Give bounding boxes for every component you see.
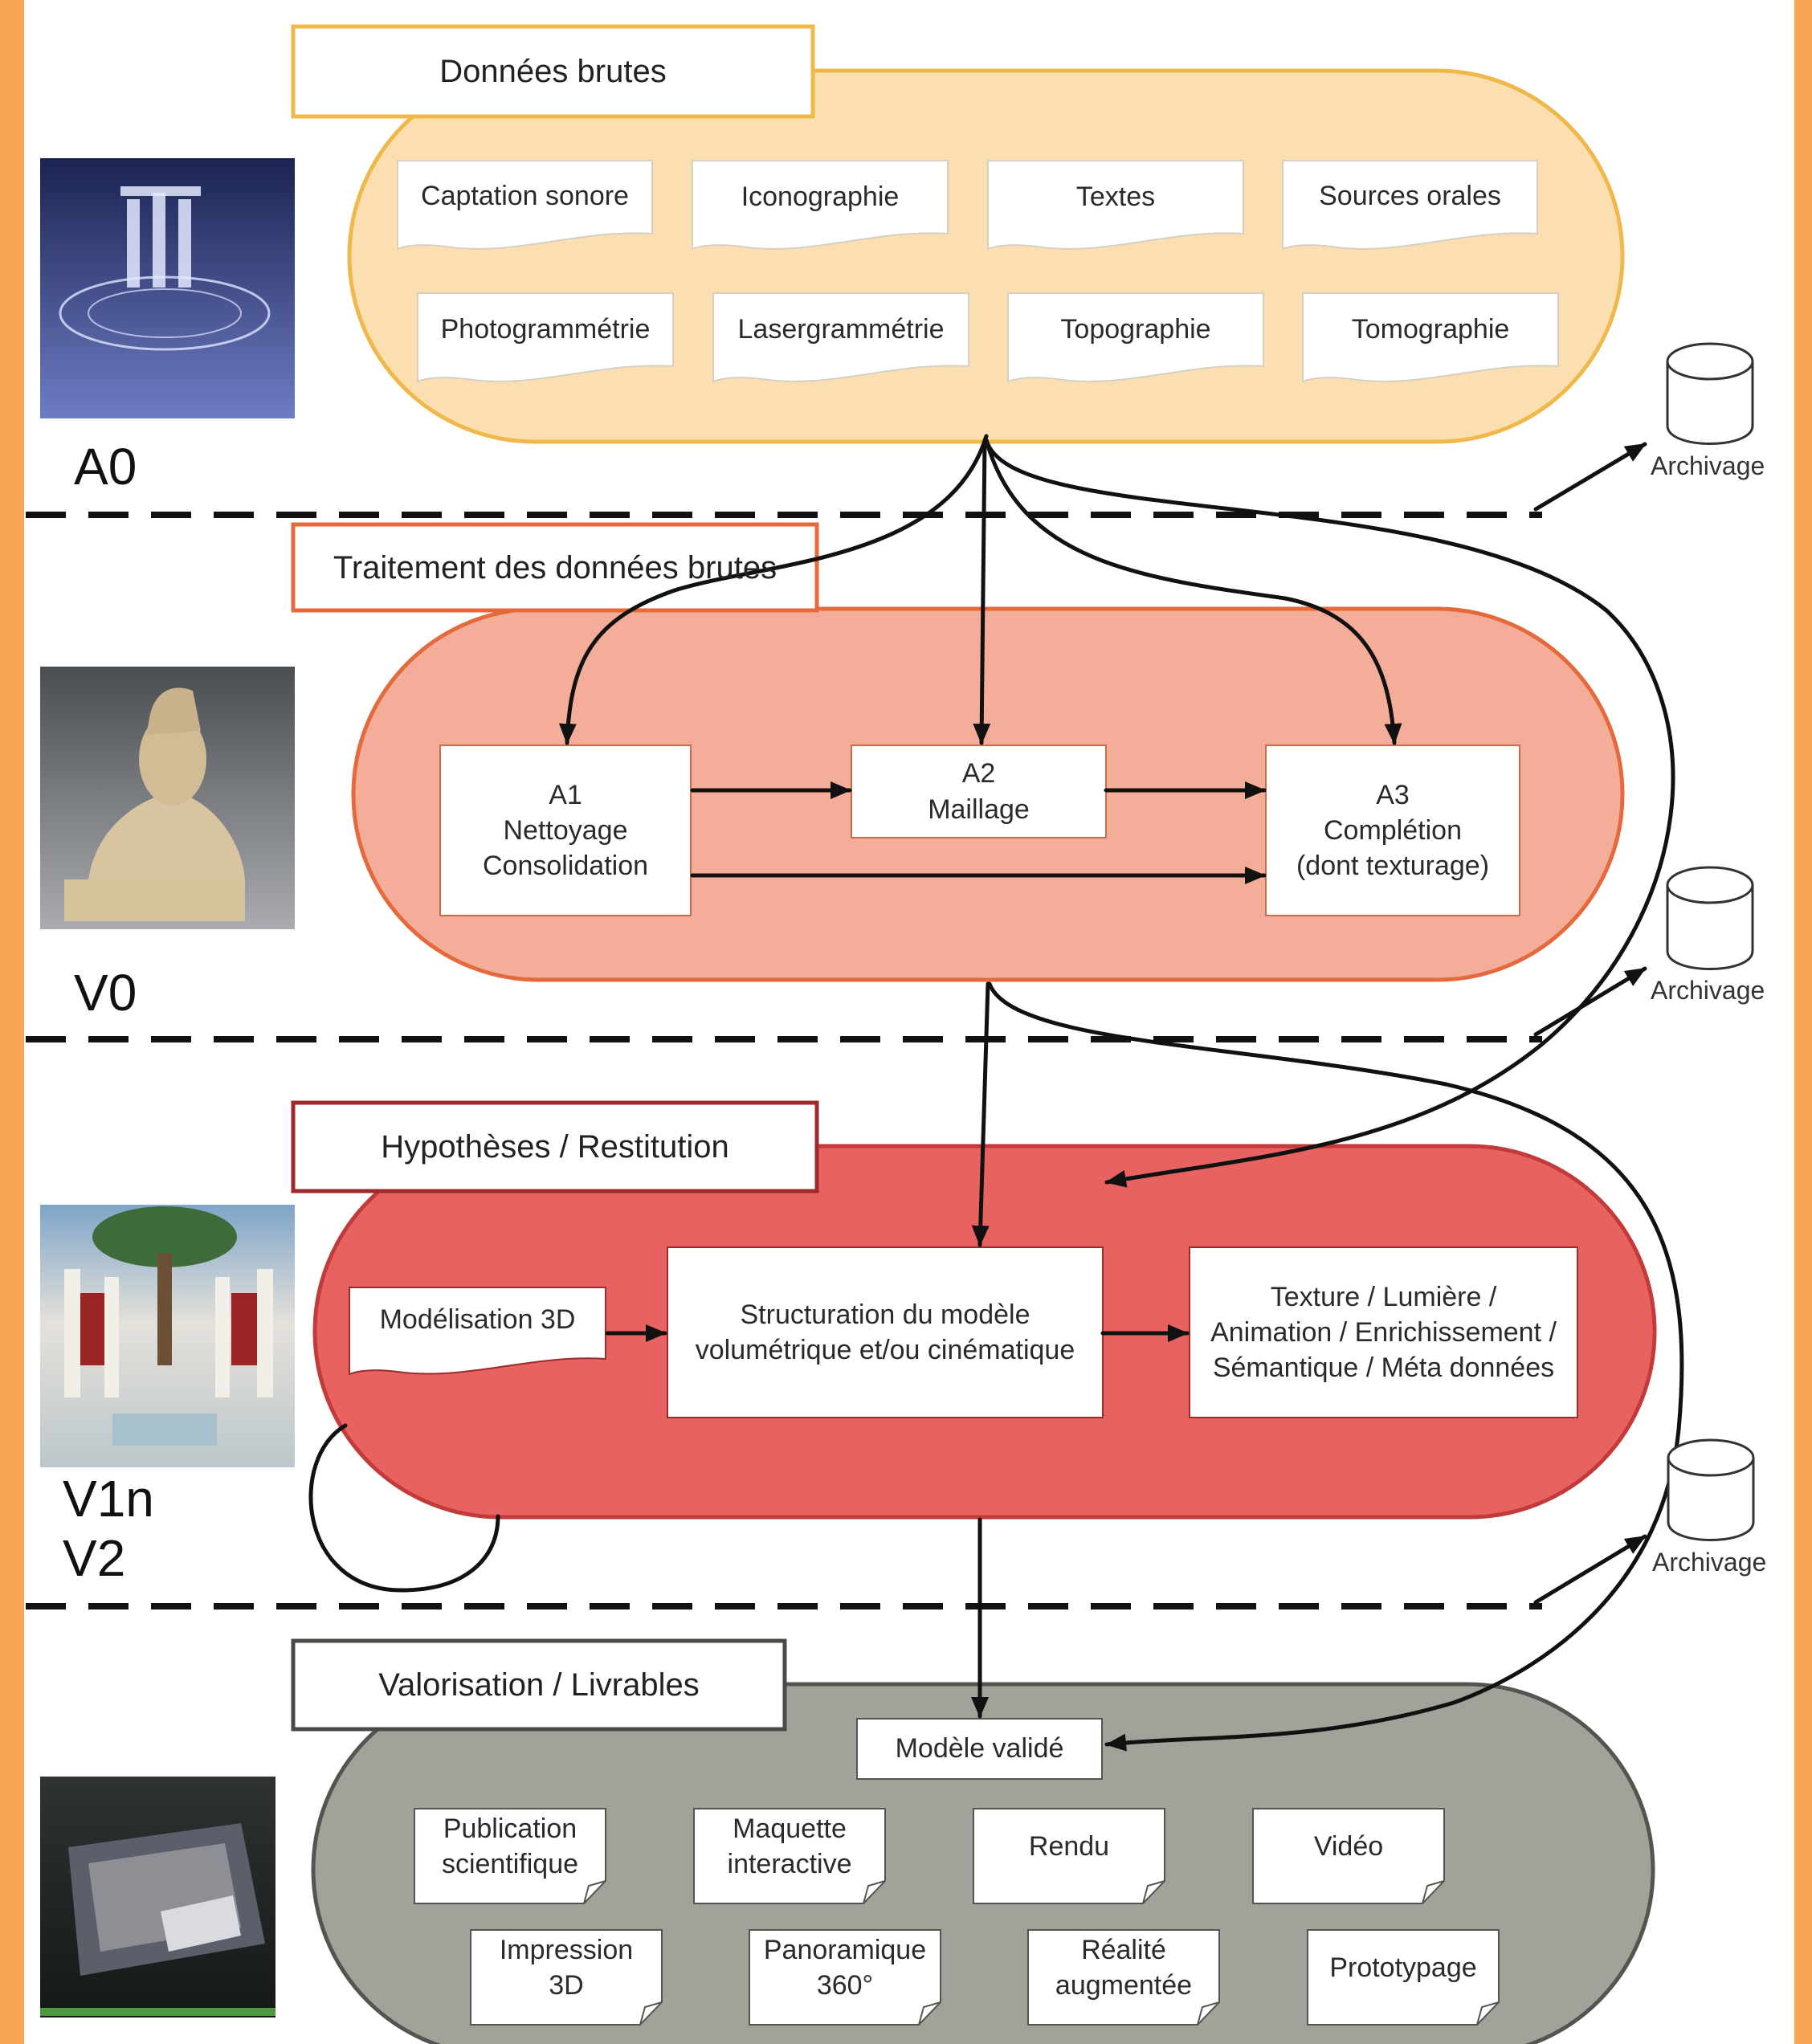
- raw-item-label: Photogrammétrie: [440, 313, 651, 345]
- raw-data-band: [347, 68, 1625, 444]
- treatment-header: Traitement des données brutes: [333, 549, 777, 585]
- raw-item-label: Lasergrammétrie: [737, 313, 945, 345]
- arrow-to-archive-2: [1533, 966, 1647, 1037]
- archive-label: Archivage: [1652, 1548, 1767, 1577]
- archive-cylinder-icon: [1667, 1438, 1755, 1541]
- arrow-to-archive-1: [1533, 442, 1647, 512]
- valorisation-header: Valorisation / Livrables: [378, 1667, 700, 1703]
- interactive-table-thumbnail: [40, 1777, 275, 2017]
- validated-model-label: Modèle validé: [895, 1733, 1064, 1765]
- box-a3: [1265, 745, 1520, 916]
- note-impression: [470, 1929, 663, 2026]
- box-modele-valide: [856, 1718, 1103, 1780]
- note-panoramique: [749, 1929, 941, 2026]
- doc-sources-orales: [1282, 160, 1538, 251]
- hypotheses-header: Hypothèses / Restitution: [381, 1129, 729, 1165]
- box-structuration: [667, 1246, 1104, 1418]
- level-label-v0: V0: [74, 964, 137, 1022]
- left-frame-border: [0, 0, 24, 2044]
- arrow-raw-to-a1: [558, 434, 989, 745]
- box-a1: [439, 745, 692, 916]
- temple-ruins-thumbnail: [40, 158, 295, 418]
- deliverable-label: Panoramique 360°: [763, 1934, 927, 2001]
- archive-label: Archivage: [1651, 451, 1765, 480]
- level-label-a0: A0: [74, 438, 137, 496]
- note-maquette: [693, 1808, 886, 1904]
- raw-data-header-box: [291, 24, 815, 119]
- courtyard-reconstruction-thumbnail: [40, 1205, 295, 1467]
- arrow-hypotheses-loop: [308, 1423, 500, 1593]
- arrow-treatment-to-structuration: [971, 981, 990, 1247]
- deliverable-label: Réalité augmentée: [1055, 1934, 1193, 2001]
- archive-cylinder-icon: [1666, 342, 1754, 445]
- texture-label: Texture / Lumière / Animation / Enrichis…: [1210, 1281, 1557, 1384]
- raw-item-label: Tomographie: [1351, 313, 1510, 345]
- doc-modelisation-3d: [349, 1287, 606, 1376]
- arrow-raw-to-a3: [984, 438, 1402, 745]
- arrow-treatment-to-validated: [987, 981, 1684, 1752]
- right-frame-border: [1794, 0, 1812, 2044]
- note-rendu: [973, 1808, 1165, 1904]
- doc-textes: [987, 160, 1244, 251]
- doc-captation-sonore: [397, 160, 653, 251]
- deliverable-label: Prototypage: [1329, 1952, 1477, 1983]
- raw-item-label: Iconographie: [741, 181, 900, 212]
- raw-item-label: Textes: [1075, 181, 1156, 212]
- deliverable-label: Rendu: [1028, 1830, 1110, 1862]
- note-prototypage: [1307, 1929, 1500, 2026]
- treatment-header-box: [291, 522, 819, 613]
- bust-statue-thumbnail: [40, 667, 295, 929]
- note-realite: [1027, 1929, 1220, 2026]
- deliverable-label: Publication scientifique: [441, 1813, 579, 1879]
- archive-cylinder-icon: [1666, 866, 1754, 970]
- box-texture: [1189, 1246, 1578, 1418]
- doc-tomographie: [1302, 292, 1559, 383]
- arrow-raw-to-a2: [973, 438, 991, 745]
- deliverable-label: Maquette interactive: [727, 1813, 852, 1879]
- raw-data-header: Données brutes: [439, 54, 667, 89]
- a2-label: A2 Maillage: [928, 758, 1030, 825]
- doc-iconographie: [692, 160, 949, 251]
- deliverable-label: Impression 3D: [499, 1934, 634, 2001]
- hypotheses-header-box: [291, 1100, 819, 1193]
- a3-label: A3 Complétion (dont texturage): [1296, 779, 1490, 882]
- deliverable-label: Vidéo: [1313, 1830, 1384, 1862]
- valorisation-header-box: [291, 1638, 787, 1732]
- doc-photogrammetrie: [417, 292, 674, 383]
- raw-item-label: Sources orales: [1319, 180, 1501, 211]
- raw-item-label: Topographie: [1060, 313, 1211, 345]
- note-video: [1252, 1808, 1445, 1904]
- raw-item-label: Captation sonore: [421, 180, 629, 211]
- level-label-v1n-v2: V1n V2: [63, 1470, 154, 1587]
- doc-lasergrammetrie: [712, 292, 969, 383]
- arrow-raw-to-hypotheses: [984, 438, 1675, 1188]
- note-publication: [414, 1808, 606, 1904]
- a1-label: A1 Nettoyage Consolidation: [482, 779, 649, 882]
- doc-topographie: [1007, 292, 1264, 383]
- structuration-label: Structuration du modèle volumétrique et/…: [695, 1299, 1075, 1365]
- arrow-to-archive-3: [1533, 1534, 1647, 1605]
- box-a2: [851, 745, 1107, 838]
- archive-label: Archivage: [1651, 976, 1765, 1005]
- modelisation-label: Modélisation 3D: [379, 1304, 576, 1335]
